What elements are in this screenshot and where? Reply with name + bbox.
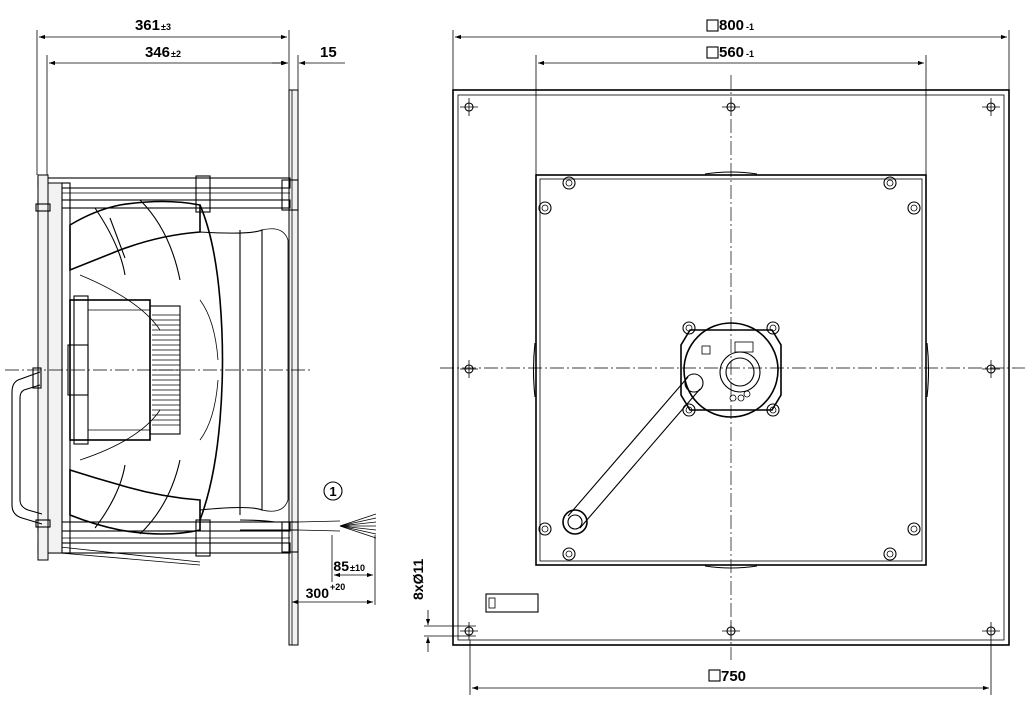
mounting-hole[interactable] [982,622,1000,640]
dim-holes: 8xØ11 [410,559,476,652]
dim-560-value: 560 [719,44,744,61]
motor-hub [680,321,782,418]
dim-wheel-length: 346 ±2 [46,44,287,175]
dim-85-value: 85 [333,558,349,574]
callout-1-label: 1 [329,484,336,499]
dim-plate-size: 800 -1 [452,17,1010,90]
inner-frame-bolts [538,176,921,561]
dim-361-value: 361 [135,17,160,34]
dim-800-value: 800 [719,17,744,34]
impeller-blades [69,199,289,535]
mounting-hole[interactable] [982,98,1000,116]
dim-overall-length: 361 ±3 [36,17,290,175]
dim-plate-offset: 15 [272,44,345,90]
lifting-handle [11,371,43,525]
dim-15-value: 15 [320,44,337,61]
callout-1[interactable]: 1 [323,481,343,501]
flange-bolts [35,175,299,557]
mounting-hole[interactable] [982,360,1000,378]
mounting-hole[interactable] [460,98,478,116]
dim-85-tol: ±10 [350,563,365,573]
cable-arm [562,376,701,535]
mounting-plate-front [452,89,1010,646]
strut-top [37,177,291,189]
dim-560-tol: -1 [746,49,754,59]
dim-hole-pitch: 750 [469,640,992,695]
wheel-backplate [47,182,63,554]
inner-bolt [562,176,576,190]
motor-cooling-fins [152,314,180,426]
side-view: 361 ±3 346 ±2 15 [5,17,377,646]
dim-cable-strip: 85 ±10 [331,535,376,605]
cable-bundle [239,513,377,539]
mounting-hole[interactable] [460,360,478,378]
mounting-plate [288,89,299,646]
dim-300-tol: +20 [330,582,345,592]
inner-bolt [883,176,897,190]
inner-bolt [538,201,552,215]
dim-holes-value: 8xØ11 [410,559,426,600]
dim-300-value: 300 [306,585,330,601]
dim-800-tol: -1 [746,22,754,32]
dim-361-tol: ±3 [161,22,171,32]
strut-bottom-2 [37,542,291,554]
dim-inner-size: 560 -1 [535,44,927,175]
dim-750-value: 750 [721,668,746,685]
dim-346-value: 346 [145,44,170,61]
inner-bolt [538,522,552,536]
inner-bolt [907,522,921,536]
inner-bolt [562,547,576,561]
inner-bolt [907,201,921,215]
dim-346-tol: ±2 [171,49,181,59]
inner-bolt [883,547,897,561]
nameplate [485,593,539,613]
mounting-hole[interactable] [460,622,478,640]
front-view: 800 -1 560 -1 [410,17,1025,695]
dim-cable-length: 300 +20 [292,582,373,605]
